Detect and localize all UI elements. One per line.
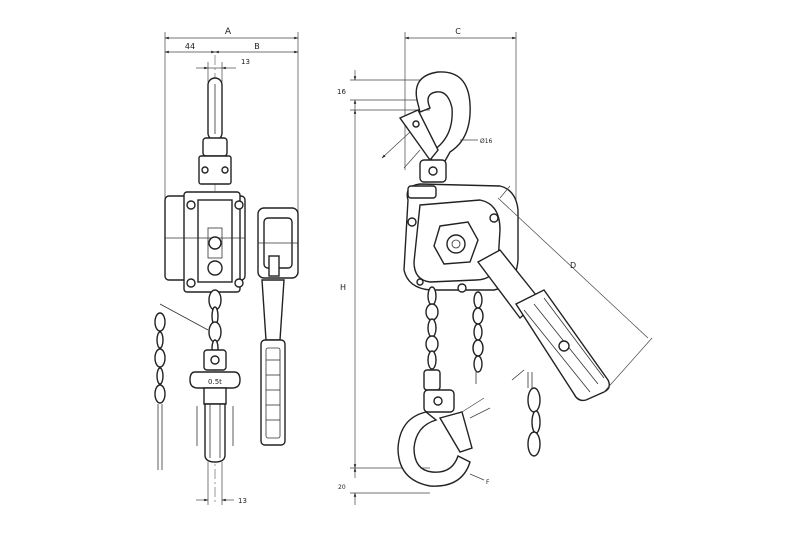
side-bottom-hook: F <box>397 389 491 487</box>
dim-20-label: 20 <box>338 484 346 491</box>
dimension-a: A <box>164 27 299 220</box>
dim-13-bottom-label: 13 <box>238 497 247 505</box>
dimension-44-b: 44 B <box>164 42 299 54</box>
dim-f-label: F <box>486 479 490 486</box>
lever-dim-line <box>497 197 649 339</box>
side-hand-chain <box>511 369 541 457</box>
dim-44-label: 44 <box>185 42 195 51</box>
dim-h-label: H <box>340 283 346 292</box>
dimension-13-top: 13 <box>196 58 250 82</box>
side-load-chain <box>423 286 484 391</box>
side-lever: D <box>476 185 653 402</box>
front-view: A 44 B 13 <box>154 27 299 505</box>
dimension-13-bottom: 13 <box>196 462 247 505</box>
capacity-plate-label: 0.5t <box>208 378 222 386</box>
front-top-hook <box>198 77 232 185</box>
side-view: C 16 H 20 <box>337 27 653 505</box>
front-ratchet-block <box>257 207 299 279</box>
side-top-hook: Ø16 <box>381 71 493 183</box>
front-bottom-block: 0.5t <box>189 349 241 463</box>
dim-a-label: A <box>225 27 232 37</box>
front-load-chain <box>208 289 222 357</box>
dimension-h: H <box>340 109 430 469</box>
dim-c-label: C <box>455 27 461 36</box>
dim-16-label: 16 <box>337 88 346 96</box>
dim-b-label: B <box>254 42 260 51</box>
dimension-c: C <box>404 27 517 200</box>
front-lever <box>260 279 286 446</box>
dimension-20: 20 <box>338 467 430 505</box>
dim-hook-dia-label: Ø16 <box>480 138 493 145</box>
dim-13-top-label: 13 <box>241 58 250 66</box>
dim-d-label: D <box>570 261 576 270</box>
front-hand-chain <box>154 303 209 470</box>
front-body <box>164 191 246 293</box>
